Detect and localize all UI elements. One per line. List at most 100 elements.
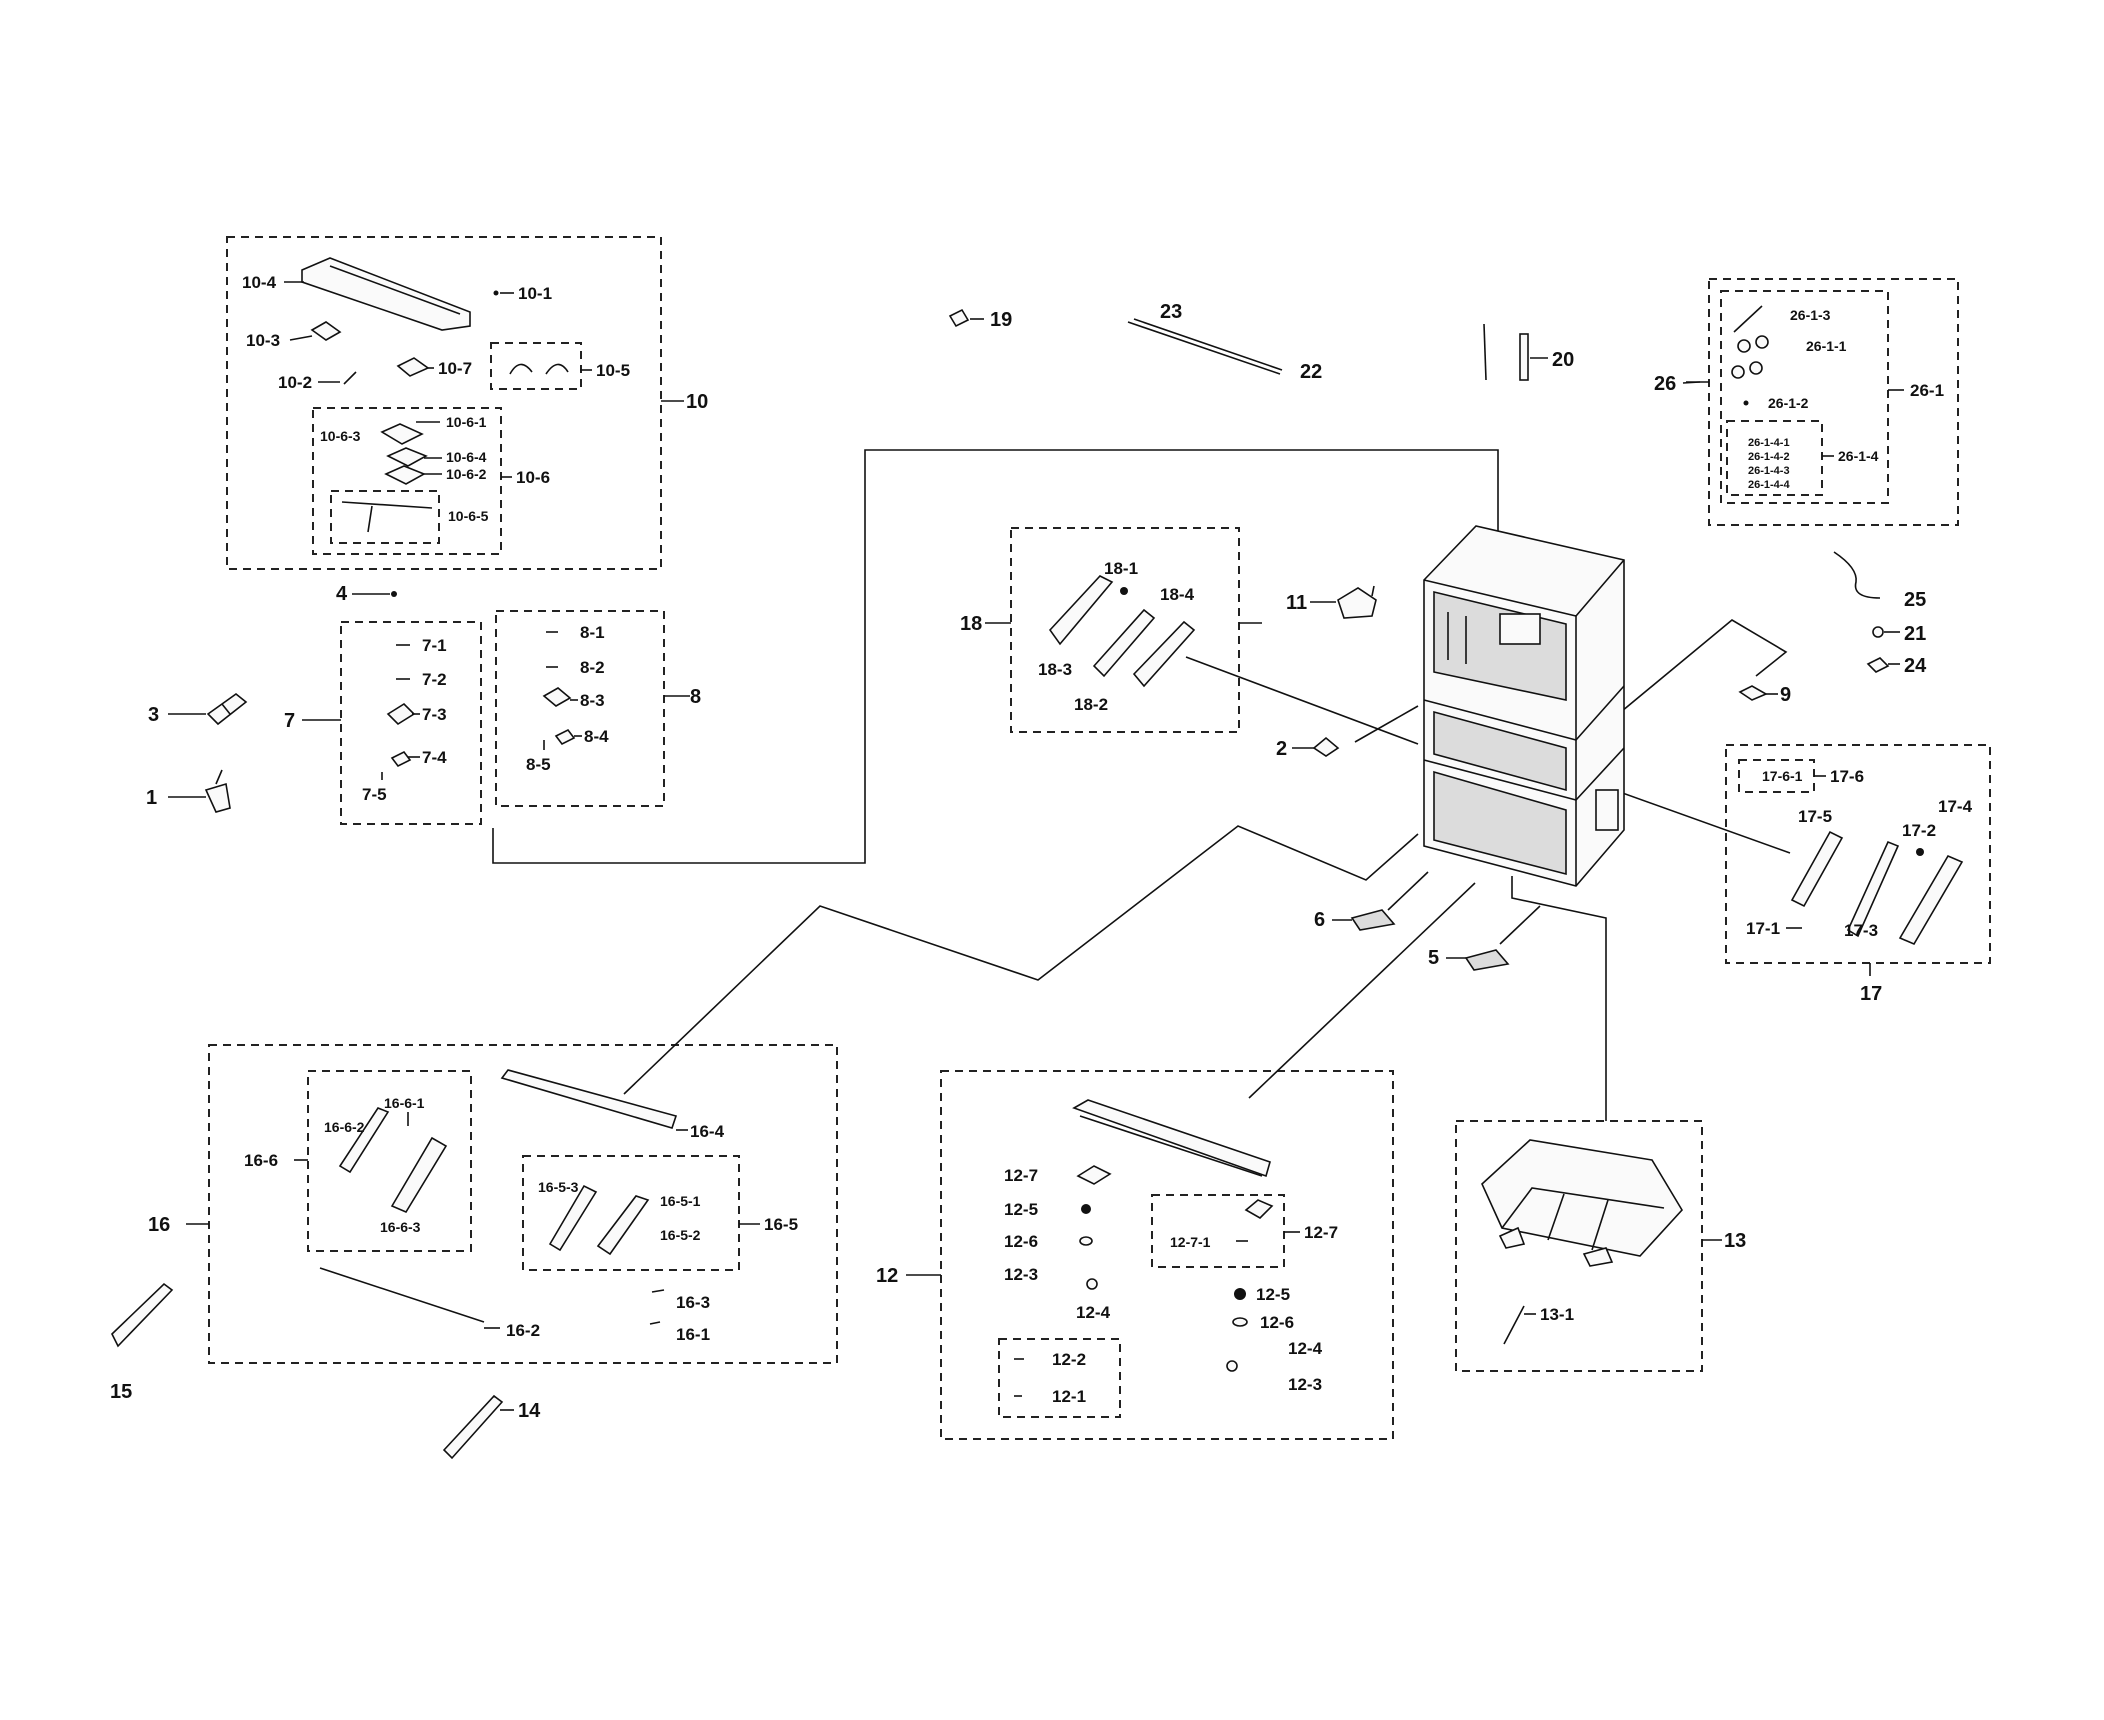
callout-8-1: 8-1	[580, 623, 605, 642]
callout-26-1-1: 26-1-1	[1806, 338, 1847, 354]
connector-line-6	[1387, 871, 1429, 911]
callout-1: 1	[146, 787, 157, 809]
group-7-box	[340, 621, 482, 825]
callout-12-7: 12-7	[1304, 1223, 1338, 1242]
part-10-4-bracket	[301, 257, 471, 331]
callout-16-6-3: 16-6-3	[380, 1219, 421, 1235]
callout-14: 14	[518, 1400, 541, 1422]
callout-16-6-1: 16-6-1	[384, 1095, 425, 1111]
callout-26: 26	[1654, 373, 1676, 395]
callout-10-4: 10-4	[242, 273, 277, 292]
part-10-6-2-sheet	[384, 465, 426, 485]
part-10-5-wire	[509, 363, 569, 375]
callout-7-4: 7-4	[422, 748, 447, 767]
callout-7: 7	[284, 710, 295, 732]
part-18-rail-set	[1048, 575, 1196, 688]
connector-line-7-8	[492, 449, 1499, 864]
part-20-bar	[1483, 323, 1529, 381]
callout-7-1: 7-1	[422, 636, 447, 655]
callout-8-3: 8-3	[580, 691, 605, 710]
callout-18-2: 18-2	[1074, 695, 1108, 714]
group-10-box	[226, 236, 662, 570]
part-16-rails	[319, 1069, 678, 1325]
callout-18-4: 18-4	[1160, 585, 1195, 604]
callout-26-1-3: 26-1-3	[1790, 307, 1831, 323]
callout-11: 11	[1286, 592, 1307, 614]
callout-19: 19	[990, 309, 1012, 331]
callout-17: 17	[1860, 983, 1882, 1005]
connector-line-16	[623, 825, 1419, 1095]
callout-5: 5	[1428, 947, 1439, 969]
part-1-bracket	[204, 769, 231, 813]
callout-12-4-left: 12-4	[1076, 1303, 1111, 1322]
part-15-rail	[111, 1282, 174, 1348]
callout-3: 3	[148, 704, 159, 726]
part-9-clip	[1738, 685, 1768, 701]
callout-12-1: 12-1	[1052, 1387, 1086, 1406]
group-16-5-box	[522, 1155, 740, 1271]
callout-16: 16	[148, 1214, 170, 1236]
callout-12-4-right: 12-4	[1288, 1339, 1323, 1358]
part-17-rail-set	[1786, 830, 1964, 946]
callout-23: 23	[1160, 301, 1182, 323]
part-4-screw	[391, 591, 397, 597]
callout-16-3: 16-3	[676, 1293, 710, 1312]
part-10-6-4-sheet	[386, 447, 428, 467]
callout-8-4: 8-4	[584, 727, 609, 746]
part-8-hinge-set	[542, 631, 576, 750]
callout-15: 15	[110, 1381, 132, 1403]
callout-8: 8	[690, 686, 701, 708]
group-8-box	[495, 610, 665, 807]
callout-17-4: 17-4	[1938, 797, 1973, 816]
callout-26-1-4-2: 26-1-4-2	[1748, 451, 1790, 463]
callout-12-5-right: 12-5	[1256, 1285, 1290, 1304]
connector-line-18	[1185, 656, 1419, 745]
callout-7-3: 7-3	[422, 705, 447, 724]
callout-16-2: 16-2	[506, 1321, 540, 1340]
callout-10-6-1: 10-6-1	[446, 414, 487, 430]
callout-16-5-2: 16-5-2	[660, 1227, 701, 1243]
part-26-1-set	[1731, 305, 1769, 406]
part-21-cap	[1872, 626, 1884, 638]
group-16-6-box	[307, 1070, 472, 1252]
callout-8-2: 8-2	[580, 658, 605, 677]
refrigerator-cabinet	[1423, 525, 1625, 887]
group-26-1-4-box	[1726, 420, 1823, 496]
callout-10-1: 10-1	[518, 284, 552, 303]
part-22-rod	[1127, 321, 1281, 375]
connector-line-5	[1499, 905, 1541, 945]
part-6-cover	[1350, 909, 1396, 931]
callout-6: 6	[1314, 909, 1325, 931]
group-26-box	[1708, 278, 1959, 526]
callout-10-7: 10-7	[438, 359, 472, 378]
callout-22: 22	[1300, 361, 1322, 383]
callout-10-2: 10-2	[278, 373, 312, 392]
callout-10-6-5: 10-6-5	[448, 508, 489, 524]
callout-8-5: 8-5	[526, 755, 551, 774]
callout-10-6-4: 10-6-4	[446, 449, 487, 465]
part-2-stopper	[1312, 736, 1340, 757]
callout-7-2: 7-2	[422, 670, 447, 689]
callout-10-6: 10-6	[516, 468, 550, 487]
connector-line-13	[1511, 876, 1607, 1121]
callout-12-5-left: 12-5	[1004, 1200, 1038, 1219]
callout-17-5: 17-5	[1798, 807, 1832, 826]
part-14-rail	[442, 1394, 504, 1460]
callout-18-1: 18-1	[1104, 559, 1138, 578]
part-24-fitting	[1866, 657, 1890, 673]
connector-line-12	[1248, 882, 1476, 1099]
callout-10: 10	[686, 391, 708, 413]
callout-7-5: 7-5	[362, 785, 387, 804]
group-12-box	[940, 1070, 1394, 1440]
callout-12-3-left: 12-3	[1004, 1265, 1038, 1284]
callout-16-1: 16-1	[676, 1325, 710, 1344]
group-10-6-box	[312, 407, 502, 555]
part-13-drawer-frame	[1481, 1139, 1683, 1345]
group-18-box	[1010, 527, 1240, 733]
callout-17-1: 17-1	[1746, 919, 1780, 938]
callout-16-6-2: 16-6-2	[324, 1119, 365, 1135]
callout-17-3: 17-3	[1844, 921, 1878, 940]
callout-10-3: 10-3	[246, 331, 280, 350]
part-10-3-plate	[310, 321, 342, 341]
callout-16-5-3: 16-5-3	[538, 1179, 579, 1195]
